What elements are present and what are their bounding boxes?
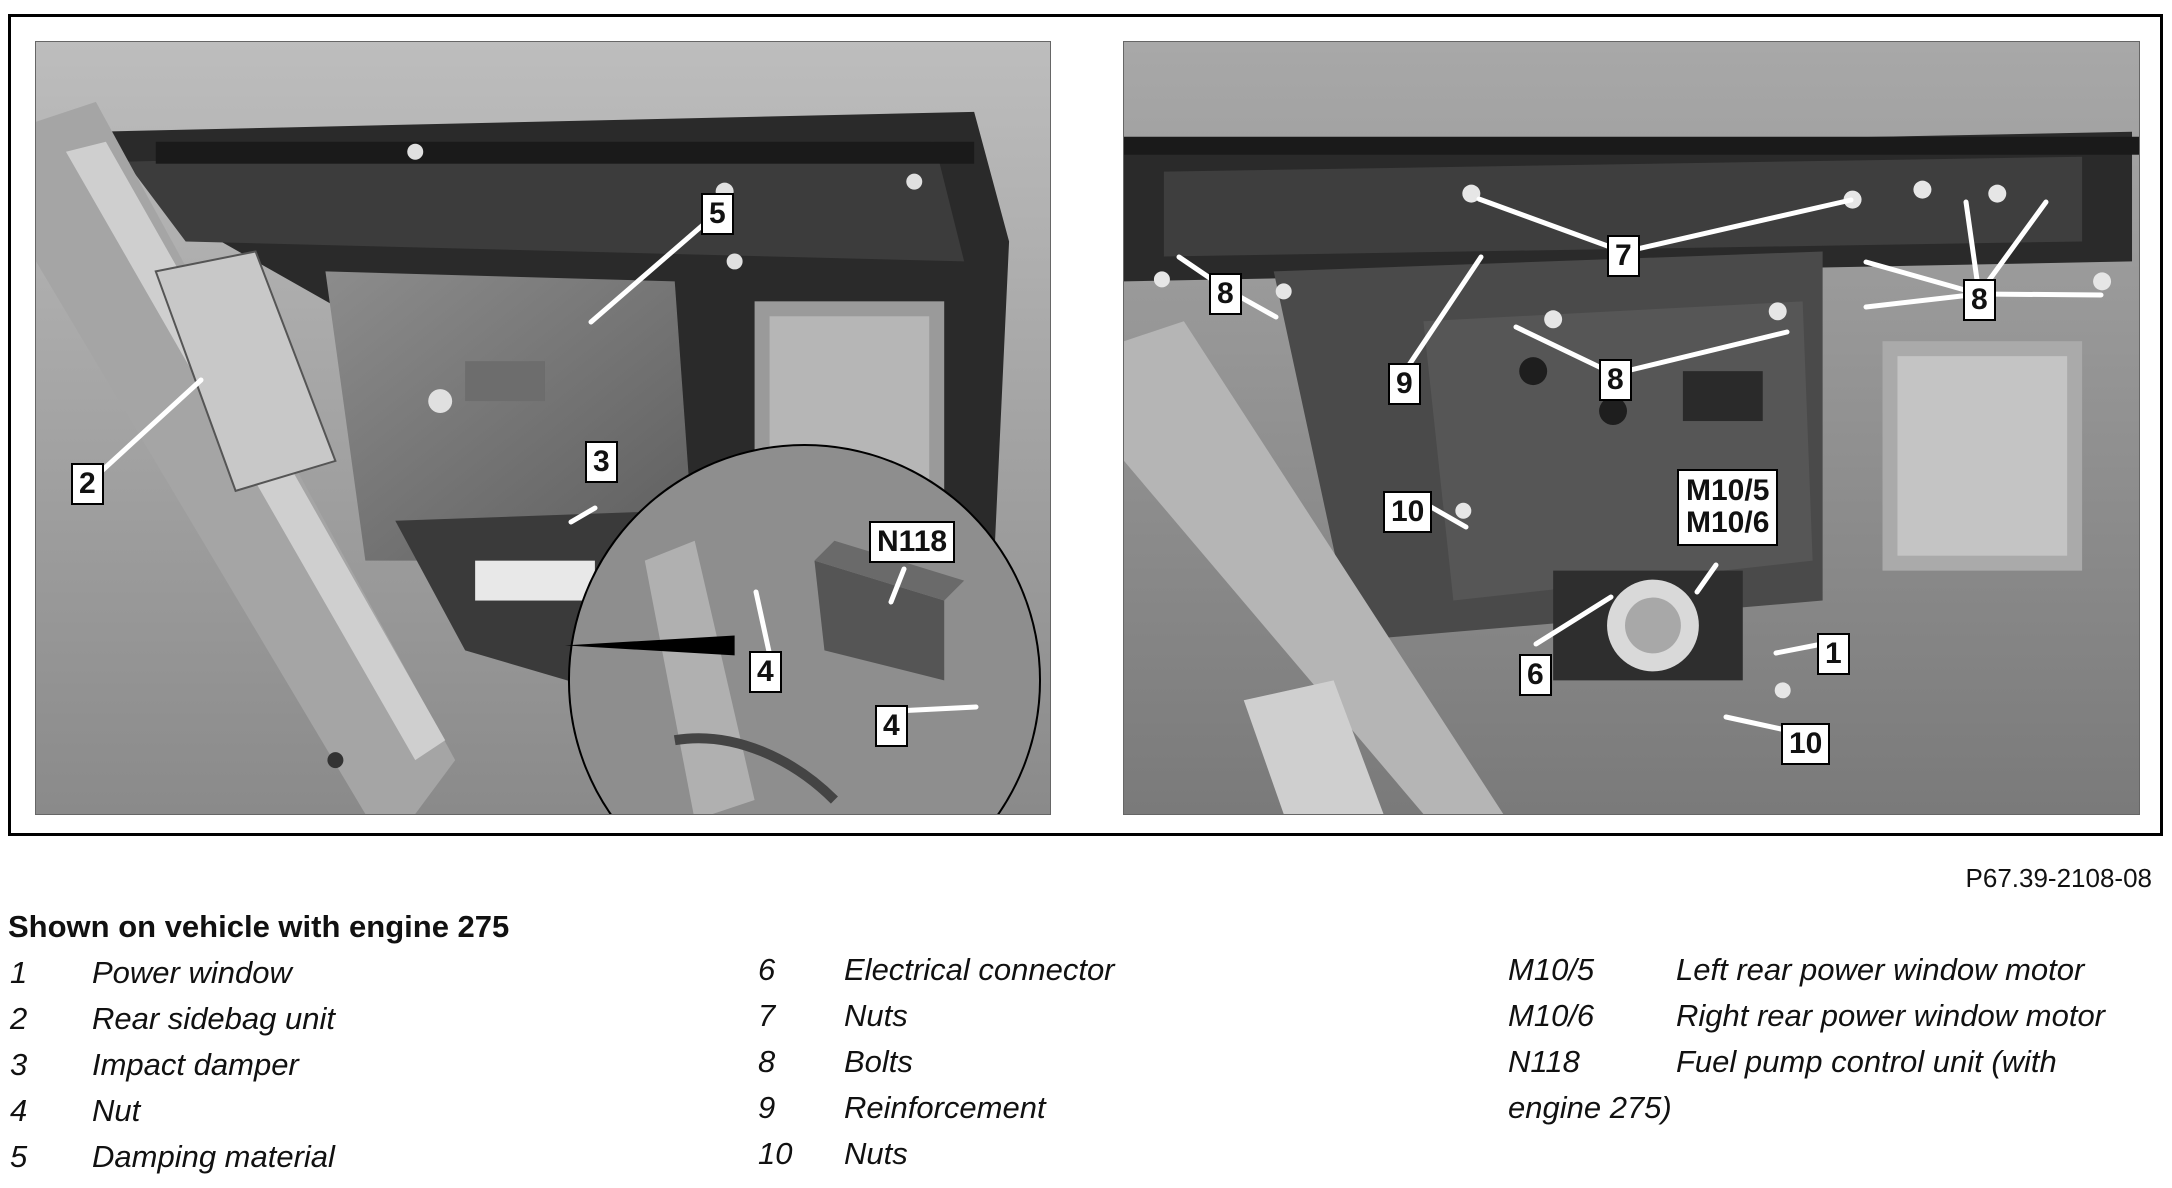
- legend-key: M10/6: [1508, 998, 1595, 1033]
- legend-item: M10/5 Left rear power window motor: [1508, 947, 2158, 993]
- callout-8-left: 8: [1209, 273, 1242, 315]
- legend-item: M10/6 Right rear power window motor: [1508, 993, 2158, 1039]
- legend-label: Impact damper: [92, 1047, 299, 1082]
- legend-column-3: M10/5 Left rear power window motor M10/6 R…: [1508, 947, 2158, 1131]
- legend-key: 4: [10, 1093, 28, 1128]
- figure-heading: Shown on vehicle with engine 275: [8, 909, 510, 944]
- legend-key: 2: [10, 1001, 28, 1036]
- legend-key: 1: [10, 955, 28, 990]
- legend-label: Reinforcement: [844, 1090, 1046, 1125]
- legend-label-continuation: engine 275): [1508, 1090, 1672, 1125]
- legend-label: Power window: [92, 955, 292, 990]
- callout-7: 7: [1607, 235, 1640, 277]
- legend-item-continuation: engine 275): [1508, 1085, 2158, 1131]
- callout-9: 9: [1388, 363, 1421, 405]
- callout-8-center: 8: [1599, 359, 1632, 401]
- figure-id: P67.39-2108-08: [1965, 863, 2152, 893]
- callout-10-lower: 10: [1781, 723, 1831, 765]
- legend-label: Nut: [92, 1093, 141, 1128]
- callout-m10-5: M10/5: [1686, 474, 1770, 507]
- callout-3: 3: [585, 441, 618, 483]
- legend-label: Damping material: [92, 1139, 335, 1174]
- left-photo: [35, 41, 1051, 815]
- legend-label: Nuts: [844, 1136, 908, 1171]
- callout-n118: N118: [869, 521, 956, 563]
- legend-label: Electrical connector: [844, 952, 1115, 987]
- leader-lines: [91, 196, 2104, 732]
- callout-10-upper: 10: [1383, 491, 1433, 533]
- callout-8-right: 8: [1963, 279, 1996, 321]
- callout-2: 2: [71, 463, 104, 505]
- callout-m10-6: M10/6: [1686, 506, 1770, 540]
- legend-label: Right rear power window motor: [1676, 998, 2106, 1033]
- legend-label: Bolts: [844, 1044, 913, 1079]
- legend-item: N118 Fuel pump control unit (with: [1508, 1039, 2158, 1085]
- callout-6: 6: [1519, 654, 1552, 696]
- legend-label: Nuts: [844, 998, 908, 1033]
- callout-m10-5-m10-6: M10/5 M10/6: [1677, 469, 1779, 546]
- legend-key: N118: [1508, 1044, 1580, 1079]
- legend-key: 8: [758, 1044, 776, 1079]
- legend-key: 7: [758, 998, 776, 1033]
- legend-label: Rear sidebag unit: [92, 1001, 335, 1036]
- legend-key: 6: [758, 952, 776, 987]
- legend-key: 5: [10, 1139, 28, 1174]
- legend-key: 9: [758, 1090, 776, 1125]
- legend-key: 3: [10, 1047, 28, 1082]
- figure-frame: 2 3 5 N118 4 4 7 8 8 8 9 10 M10/5 M10/6 …: [8, 14, 2163, 836]
- legend-key: M10/5: [1508, 952, 1595, 987]
- callout-4-upper: 4: [749, 651, 782, 693]
- legend-key: 10: [758, 1136, 793, 1171]
- callout-5: 5: [701, 193, 734, 235]
- legend-label: Left rear power window motor: [1676, 952, 2085, 987]
- callout-1: 1: [1817, 633, 1850, 675]
- legend-label: Fuel pump control unit (with: [1676, 1044, 2057, 1079]
- callout-4-lower: 4: [875, 705, 908, 747]
- left-photo-illustration: [36, 42, 1050, 814]
